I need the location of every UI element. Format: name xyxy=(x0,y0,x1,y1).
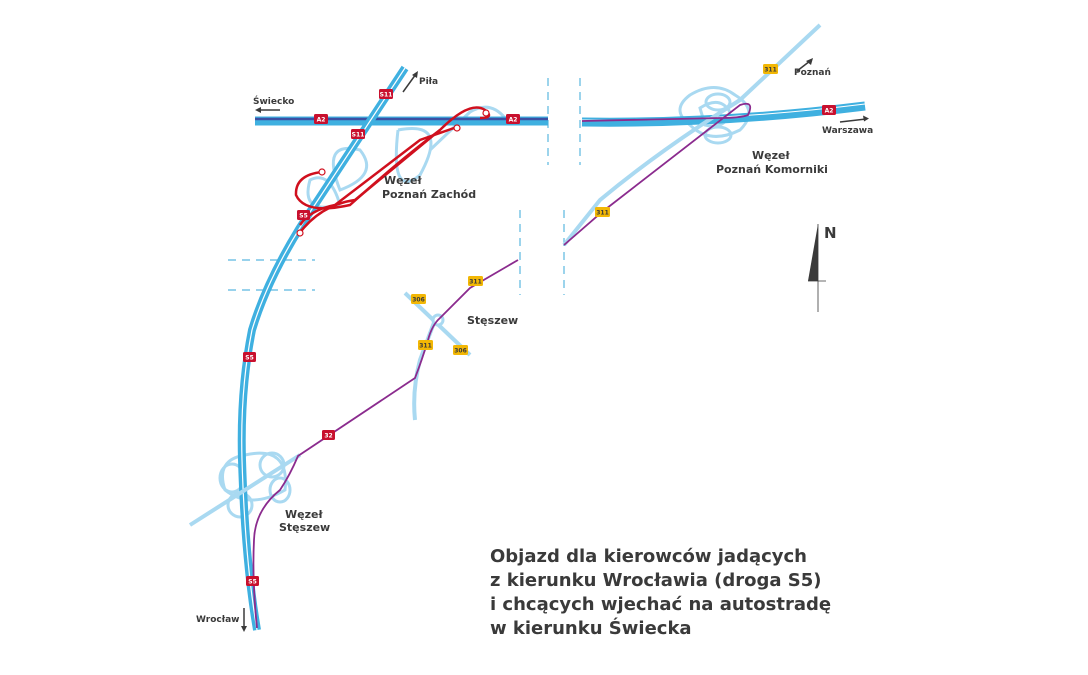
badge-a2-mid: A2 xyxy=(506,114,520,124)
caption-line: i chcących wjechać na autostradę xyxy=(490,594,832,615)
detour-caption: Objazd dla kierowców jadących z kierunku… xyxy=(490,545,831,641)
badge-s5-south: S5 xyxy=(246,576,259,586)
svg-text:A2: A2 xyxy=(317,117,326,124)
junction-komorniki-1: Węzeł xyxy=(752,149,790,162)
badge-a2-east: A2 xyxy=(822,105,836,115)
badge-311-steszew-north: 311 xyxy=(468,276,483,286)
badge-s5-mid: S5 xyxy=(243,352,256,362)
svg-text:S11: S11 xyxy=(380,92,393,99)
road-badges: A2 A2 A2 S11 S11 S5 S5 S5 32 311 311 311… xyxy=(243,64,836,586)
interchange-ramps xyxy=(218,86,751,519)
svg-text:A2: A2 xyxy=(509,117,518,124)
s11-s5 xyxy=(237,65,409,631)
svg-text:311: 311 xyxy=(469,279,482,286)
svg-text:311: 311 xyxy=(596,210,609,217)
svg-text:311: 311 xyxy=(764,67,777,74)
road-32-west xyxy=(188,453,302,527)
svg-text:N: N xyxy=(824,224,837,242)
road-local xyxy=(412,319,437,421)
badge-a2-west: A2 xyxy=(314,114,328,124)
junction-poznan-zachod-2: Poznań Zachód xyxy=(382,188,476,201)
badge-s11-north: S11 xyxy=(379,89,393,99)
caption-line: Objazd dla kierowców jadących xyxy=(490,546,807,567)
junction-poznan-zachod-1: Węzeł xyxy=(384,174,422,187)
direction-arrows xyxy=(241,58,869,632)
label-poznan: Poznań xyxy=(794,68,831,78)
svg-text:S5: S5 xyxy=(248,579,257,586)
badge-306-north: 306 xyxy=(411,294,426,304)
svg-text:306: 306 xyxy=(412,297,425,304)
svg-text:A2: A2 xyxy=(825,108,834,115)
svg-text:S5: S5 xyxy=(245,355,254,362)
roads xyxy=(188,23,866,631)
junction-komorniki-2: Poznań Komorniki xyxy=(716,163,828,176)
junction-steszew-1: Węzeł xyxy=(285,508,323,521)
label-warszawa: Warszawa xyxy=(822,126,873,136)
junction-steszew-2: Stęszew xyxy=(279,521,330,534)
label-pila: Piła xyxy=(419,77,438,87)
svg-text:S5: S5 xyxy=(299,213,308,220)
svg-text:306: 306 xyxy=(454,348,467,355)
detour-purple-route xyxy=(252,102,752,629)
svg-text:32: 32 xyxy=(324,433,332,440)
map-break-lines xyxy=(228,78,581,295)
caption-line: w kierunku Świecka xyxy=(490,618,692,639)
badge-306-south: 306 xyxy=(453,345,468,355)
caption-line: z kierunku Wrocławia (droga S5) xyxy=(490,570,822,591)
north-arrow-icon: N xyxy=(808,224,837,312)
svg-text:311: 311 xyxy=(419,343,432,350)
detour-red-route xyxy=(294,106,491,237)
badge-311-steszew-south: 311 xyxy=(418,340,433,350)
badge-311-komorniki: 311 xyxy=(595,207,610,217)
svg-text:S11: S11 xyxy=(352,132,365,139)
road-311-north xyxy=(562,23,822,247)
badge-s11-south: S11 xyxy=(351,129,365,139)
badge-32: 32 xyxy=(322,430,335,440)
town-steszew: Stęszew xyxy=(467,314,518,327)
label-swiecko: Świecko xyxy=(253,95,294,107)
badge-s5-north: S5 xyxy=(297,210,310,220)
badge-311-poznan: 311 xyxy=(763,64,778,74)
label-wroclaw: Wrocław xyxy=(196,615,239,625)
